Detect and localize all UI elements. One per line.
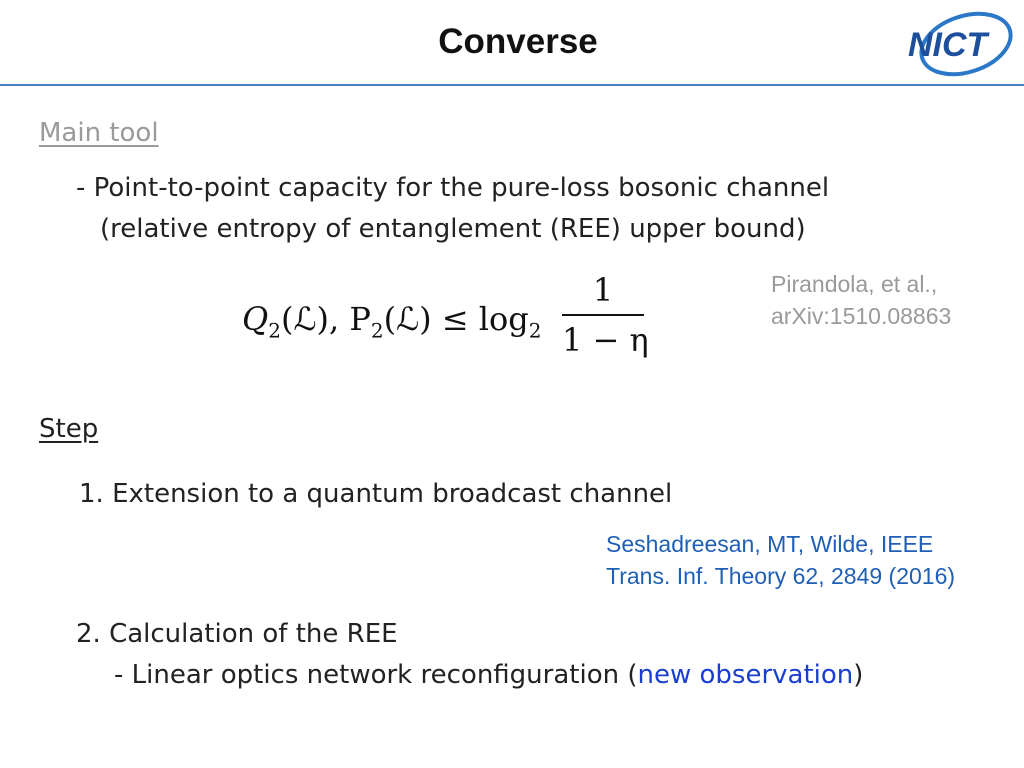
reference-seshadreesan: Seshadreesan, MT, Wilde, IEEE Trans. Inf… xyxy=(606,531,956,589)
slide-title: Converse xyxy=(438,22,598,61)
fraction-bar xyxy=(562,314,644,316)
capacity-formula: Q2(ℒ), P2(ℒ) ≤ log2 1 1 − η xyxy=(242,270,662,366)
formula-denominator: 1 − η xyxy=(562,321,649,359)
main-tool-line-1: - Point-to-point capacity for the pure-l… xyxy=(76,173,830,203)
main-tool-heading: Main tool xyxy=(39,118,159,148)
formula-lhs: Q2(ℒ), P2(ℒ) ≤ log2 xyxy=(242,300,542,343)
step-item-2-sub: - Linear optics network reconfiguration … xyxy=(114,660,864,690)
nict-logo: NICT xyxy=(908,11,1013,77)
header-rule xyxy=(0,84,1024,86)
logo-text: NICT xyxy=(908,26,991,64)
formula-fraction: 1 1 − η xyxy=(562,270,649,360)
new-observation-highlight: new observation xyxy=(637,660,854,690)
step-heading: Step xyxy=(39,414,99,444)
formula-numerator: 1 xyxy=(592,271,614,309)
step-item-1: 1. Extension to a quantum broadcast chan… xyxy=(79,479,673,509)
main-tool-line-2: (relative entropy of entanglement (REE) … xyxy=(100,214,806,244)
step-item-2: 2. Calculation of the REE xyxy=(76,619,398,649)
reference-pirandola: Pirandola, et al., arXiv:1510.08863 xyxy=(771,271,952,329)
